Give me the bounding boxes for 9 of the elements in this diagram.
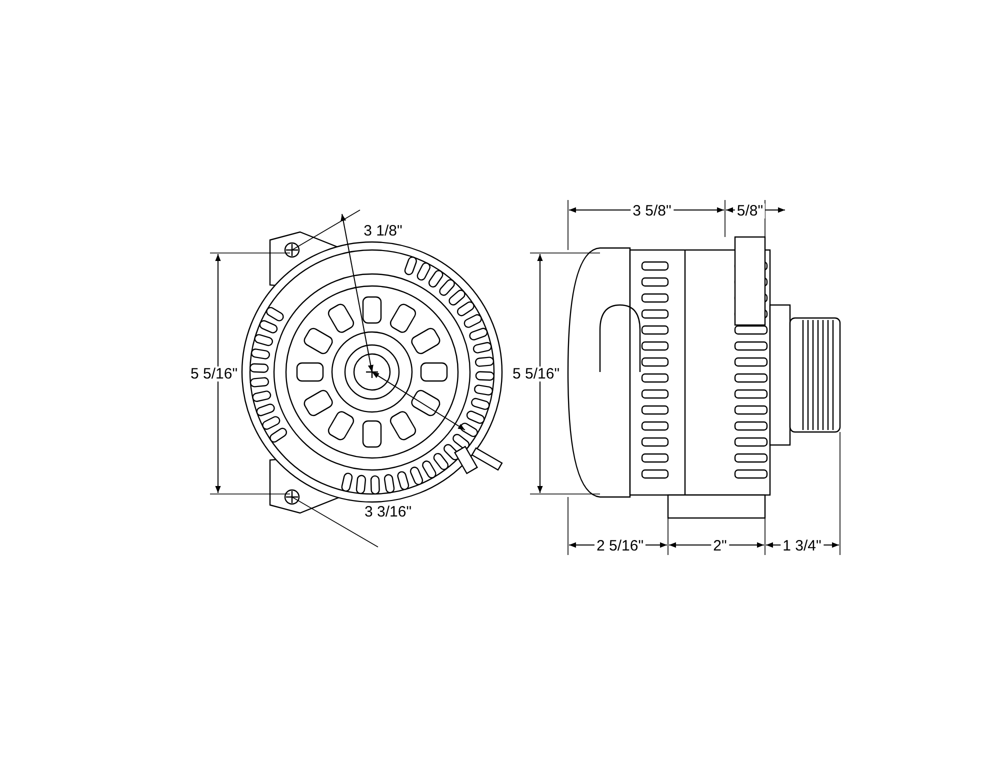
dimension-label: 5 5/16" — [510, 366, 562, 382]
dimension-label: 3 5/8" — [630, 204, 674, 218]
dimension-label: 2" — [711, 538, 729, 554]
dimension-label: 3 3/16" — [362, 504, 414, 520]
dimension-label: 3 1/8" — [362, 224, 404, 238]
dimension-label: 2 5/16" — [594, 538, 646, 554]
dimension-label: 5/8" — [734, 204, 766, 218]
dimension-label: 5 5/16" — [188, 366, 240, 382]
dimension-label: 1 3/4" — [780, 538, 824, 554]
